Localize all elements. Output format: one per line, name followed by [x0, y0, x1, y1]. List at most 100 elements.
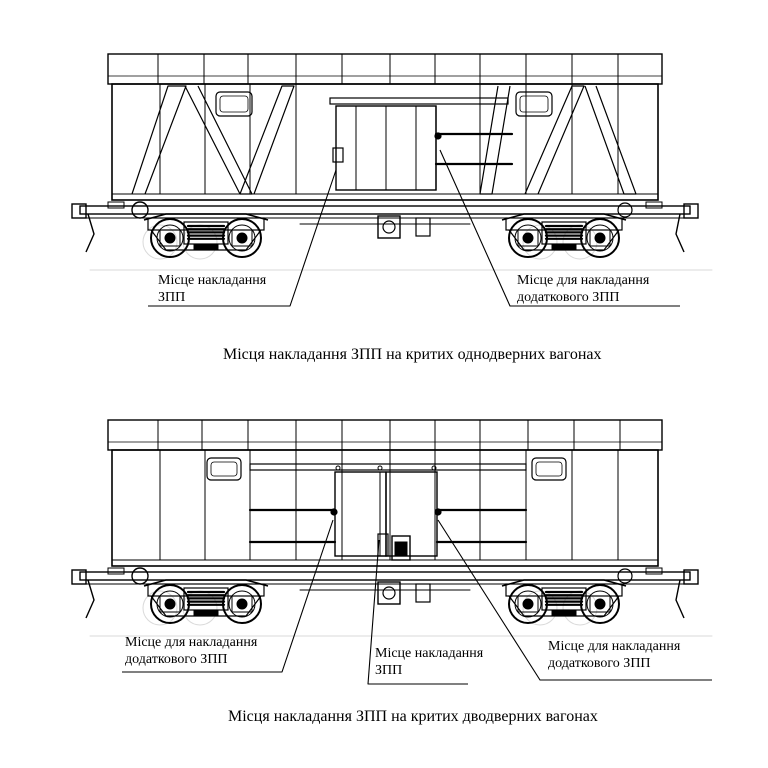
bogie-frame [501, 579, 627, 587]
roof-outline [107, 419, 663, 451]
truss-diagonal [584, 85, 637, 195]
lock-box [391, 535, 411, 561]
wheel-hub [236, 598, 248, 610]
axle-box [589, 229, 611, 247]
axle-box [231, 595, 253, 613]
truss-diagonal [524, 85, 585, 195]
vent-window [206, 457, 242, 481]
wheel-rim [156, 590, 184, 618]
additional-seal-fitting [434, 132, 442, 140]
additional-seal-location-label: Місце для накладання додаткового ЗПП [517, 272, 649, 306]
bogie [501, 213, 627, 258]
truss-diagonal [239, 85, 295, 195]
seal-location-label-bottom: Місце накладання ЗПП [375, 645, 483, 679]
axle-box [517, 595, 539, 613]
coupler-left [71, 569, 87, 585]
lock-box-inner [394, 541, 408, 557]
door-roller [431, 465, 437, 471]
additional-label-line1: Місце для накладання [517, 273, 650, 288]
bolster-plate [551, 609, 577, 617]
leader-lines [122, 149, 712, 685]
caption-double-door-text: Місця накладання ЗПП на критих дводверни… [228, 708, 598, 725]
door-roller [377, 465, 383, 471]
truss-diagonal [479, 85, 511, 195]
air-reservoir-cap [382, 220, 396, 234]
axle-box [231, 229, 253, 247]
air-distributor [415, 217, 431, 237]
wheel-hub [164, 232, 176, 244]
end-step [107, 567, 125, 575]
seal-label-line2: ЗПП [158, 290, 186, 305]
leader-additional-right [437, 519, 712, 681]
wheel-hub [522, 598, 534, 610]
vent-window-inner [210, 461, 238, 477]
underframe [71, 201, 699, 253]
car-body [111, 449, 659, 567]
axle-box [159, 595, 181, 613]
end-step [645, 567, 663, 575]
leader-seal-bottom [367, 539, 468, 685]
seal-fitting [377, 533, 389, 557]
double-door-wagon-drawing [71, 419, 713, 637]
seal-label-line1: Місце накладання [158, 273, 267, 288]
caption-single-door-text: Місця накладання ЗПП на критих однодверн… [223, 346, 602, 363]
center-sill [79, 571, 691, 581]
wheel-hub [236, 232, 248, 244]
end-step [107, 201, 125, 209]
coupler-right [683, 203, 699, 219]
roof [107, 419, 663, 451]
seal-location-label: Місце накладання ЗПП [158, 272, 266, 306]
brake-hose-left [85, 213, 95, 253]
roof [107, 53, 663, 85]
wheel-hub [594, 598, 606, 610]
underframe [71, 567, 699, 619]
air-reservoir [377, 581, 401, 605]
bolster-plate [193, 609, 219, 617]
hidden-wheel [522, 224, 558, 260]
brake-cylinder [617, 568, 633, 584]
wheel-rim [228, 590, 256, 618]
additional-seal-fitting [434, 508, 442, 516]
wheel-rim [586, 224, 614, 252]
bogie [143, 213, 269, 258]
air-reservoir [377, 215, 401, 239]
door-rail [249, 463, 527, 471]
bolster-plate [551, 243, 577, 251]
vent-window [515, 91, 553, 117]
wheel-rim [514, 590, 542, 618]
body-outline [111, 83, 659, 201]
wheel-hub [164, 598, 176, 610]
hidden-wheel [522, 590, 558, 626]
door-roller [335, 465, 341, 471]
door-rail [329, 97, 509, 105]
caption-single-door: Місця накладання ЗПП на критих однодверн… [223, 345, 602, 365]
wheel-rim [228, 224, 256, 252]
additional-seal-left-label: Місце для накладання додаткового ЗПП [125, 634, 257, 668]
brake-cylinder [617, 202, 633, 218]
truss-diagonal [184, 85, 253, 195]
end-step [645, 201, 663, 209]
additional-label-line2: додаткового ЗПП [517, 290, 620, 305]
brake-hose-right [675, 213, 685, 253]
vent-window-inner [219, 95, 249, 113]
wheel-hub [522, 232, 534, 244]
additional-right-line1: Місце для накладання [548, 639, 681, 654]
leader-additional-left [122, 519, 334, 673]
additional-left-line1: Місце для накладання [125, 635, 258, 650]
brake-wheel [131, 201, 149, 219]
axle-box [517, 229, 539, 247]
axle-box [159, 229, 181, 247]
brake-hose-left [85, 579, 95, 619]
brake-wheel [131, 567, 149, 585]
coupler-right [683, 569, 699, 585]
body-outline [111, 449, 659, 567]
single-door-wagon-drawing [71, 53, 713, 271]
wheel-rim [514, 224, 542, 252]
additional-seal-fitting [330, 508, 338, 516]
bogie [501, 579, 627, 624]
additional-seal-right-label: Місце для накладання додаткового ЗПП [548, 638, 680, 672]
additional-right-line2: додаткового ЗПП [548, 656, 651, 671]
bogie-frame [501, 213, 627, 221]
car-body [111, 83, 659, 201]
